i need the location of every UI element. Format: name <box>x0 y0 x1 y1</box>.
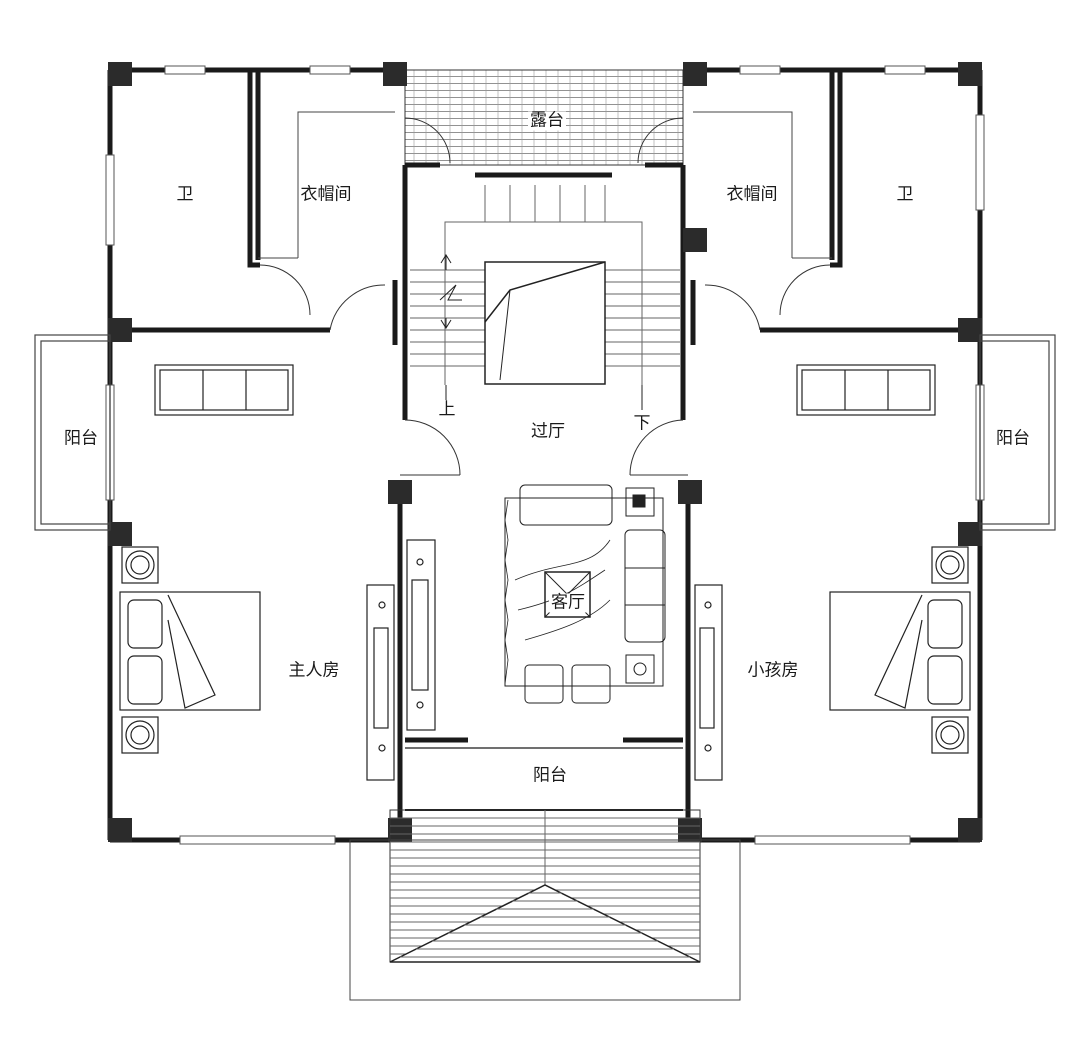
side-balconies <box>34 334 1056 531</box>
room-label-closet-right: 衣帽间 <box>726 184 778 205</box>
bed-master <box>119 546 261 754</box>
room-label-balcony-bottom: 阳台 <box>533 765 567 786</box>
wardrobes <box>154 364 936 416</box>
door-swings <box>259 117 831 476</box>
room-label-terrace-top: 露台 <box>528 110 566 131</box>
stair-label-down: 下 <box>633 413 651 434</box>
room-label-balcony-left: 阳台 <box>64 428 98 449</box>
stair-label-up: 上 <box>438 399 456 420</box>
structural-columns <box>108 62 982 842</box>
tv-cabinets <box>366 539 723 781</box>
room-label-master-bedroom: 主人房 <box>288 660 340 681</box>
windows <box>105 65 985 845</box>
room-label-closet-left: 衣帽间 <box>300 184 352 205</box>
room-label-hall: 过厅 <box>531 421 565 442</box>
exterior-walls <box>107 67 983 843</box>
room-label-wc-left: 卫 <box>176 184 194 205</box>
room-label-living-room: 客厅 <box>549 592 587 613</box>
room-label-kids-room: 小孩房 <box>747 660 799 681</box>
stair-left-flight <box>410 269 485 367</box>
interior-walls <box>110 70 980 830</box>
closet-outlines <box>258 111 832 259</box>
room-label-balcony-right: 阳台 <box>996 428 1030 449</box>
room-label-wc-right: 卫 <box>896 184 914 205</box>
bed-kids <box>829 546 971 754</box>
staircase <box>410 185 680 410</box>
entrance-steps <box>349 809 741 1001</box>
